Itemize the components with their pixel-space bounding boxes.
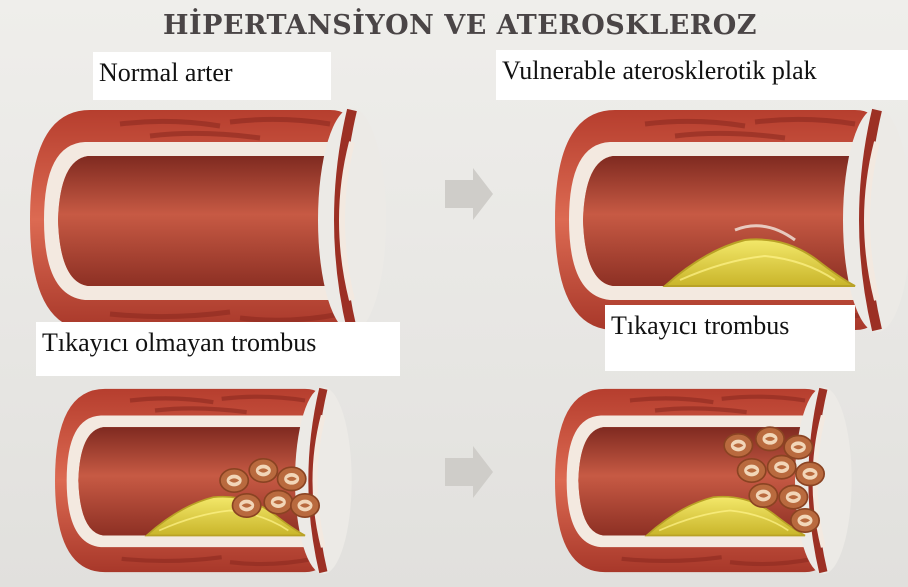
vulnerable-plaque-illustration bbox=[555, 100, 908, 340]
progression-arrow-icon bbox=[445, 446, 495, 500]
poster-title: HİPERTANSİYON VE ATEROSKLEROZ bbox=[140, 10, 780, 41]
label-vulnerable-plaque: Vulnerable aterosklerotik plak bbox=[496, 50, 908, 100]
label-occlusive-thrombus: Tıkayıcı trombus bbox=[605, 305, 855, 371]
progression-arrow-icon bbox=[445, 168, 495, 222]
label-normal-artery: Normal arter bbox=[93, 52, 331, 100]
occlusive-thrombus-illustration bbox=[555, 378, 855, 583]
label-non-occlusive-thrombus: Tıkayıcı olmayan trombus bbox=[36, 322, 400, 376]
normal-artery-illustration bbox=[30, 100, 390, 340]
non-occlusive-thrombus-illustration bbox=[55, 378, 355, 583]
